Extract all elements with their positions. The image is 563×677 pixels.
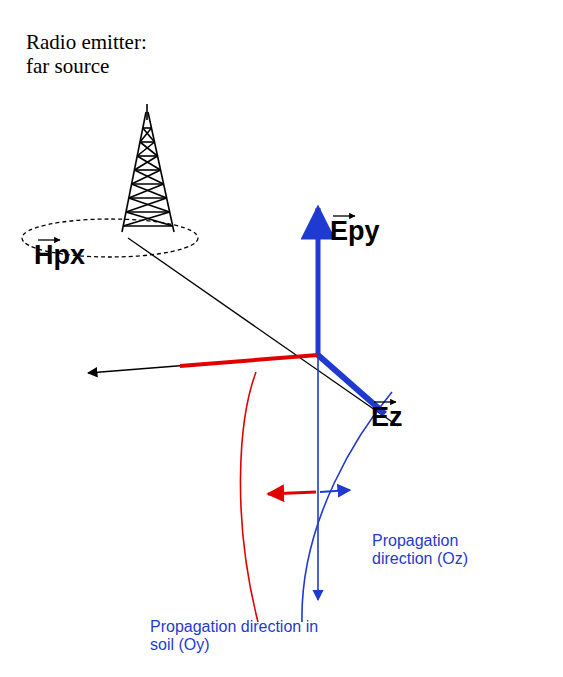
ez-label: Ez: [371, 402, 403, 433]
air-arrow: [320, 490, 350, 492]
h-axis: [88, 355, 318, 373]
propagation-label: Propagation direction (Oz): [372, 532, 512, 569]
soil-propagation-label: Propagation direction in soil (Oy): [150, 618, 320, 655]
vertical-axis: [317, 355, 319, 600]
h-field-label: Hpx: [34, 240, 85, 271]
soil-arrow: [268, 492, 316, 494]
propagation-line: [128, 238, 398, 426]
emitter-label: Radio emitter: far source: [26, 30, 166, 78]
tower-symbol: [122, 104, 174, 232]
e-field-vector: [316, 208, 321, 355]
h-field-vector: [180, 355, 318, 366]
soil-curve: [240, 372, 258, 622]
e-field-label: Epy: [330, 216, 380, 247]
